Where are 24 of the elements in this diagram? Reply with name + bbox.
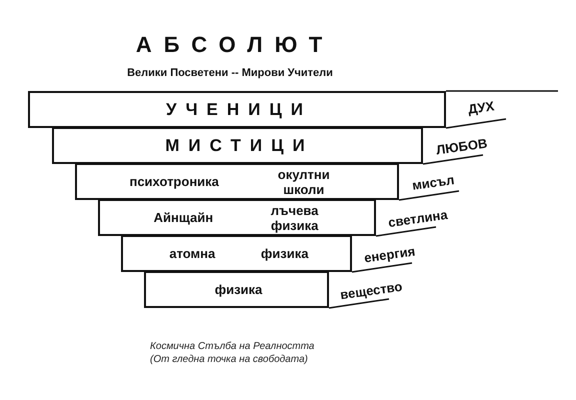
- step-label: лъчева физика: [270, 202, 320, 232]
- step-box: [28, 91, 446, 128]
- step-label: физика: [260, 246, 310, 261]
- level-label: ДУХ: [467, 98, 496, 117]
- step-label: Айнщайн: [152, 210, 214, 225]
- step-label: психотроника: [128, 174, 220, 189]
- subtitle: Велики Посветени -- Мирови Учители: [126, 67, 334, 79]
- step-label: УЧЕНИЦИ: [165, 102, 313, 117]
- level-label: мисъл: [411, 172, 456, 193]
- step-box: [52, 127, 423, 164]
- step-box: [144, 271, 329, 308]
- step-box: [121, 235, 352, 272]
- step-label: физика: [214, 282, 264, 297]
- level-label: вещество: [339, 278, 404, 302]
- caption: Космична Стълба на Реалността (От гледна точка на свободата): [150, 340, 316, 366]
- step-box: [75, 163, 399, 200]
- title: АБСОЛЮТ: [134, 32, 336, 58]
- level-label: енергия: [363, 244, 416, 266]
- level-label: ЛЮБОВ: [435, 136, 488, 158]
- step-label: атомна: [168, 246, 216, 261]
- level-label: светлина: [387, 206, 448, 230]
- step-label: окултни школи: [276, 166, 331, 196]
- step-label: МИСТИЦИ: [164, 138, 315, 153]
- step-box: [98, 199, 376, 236]
